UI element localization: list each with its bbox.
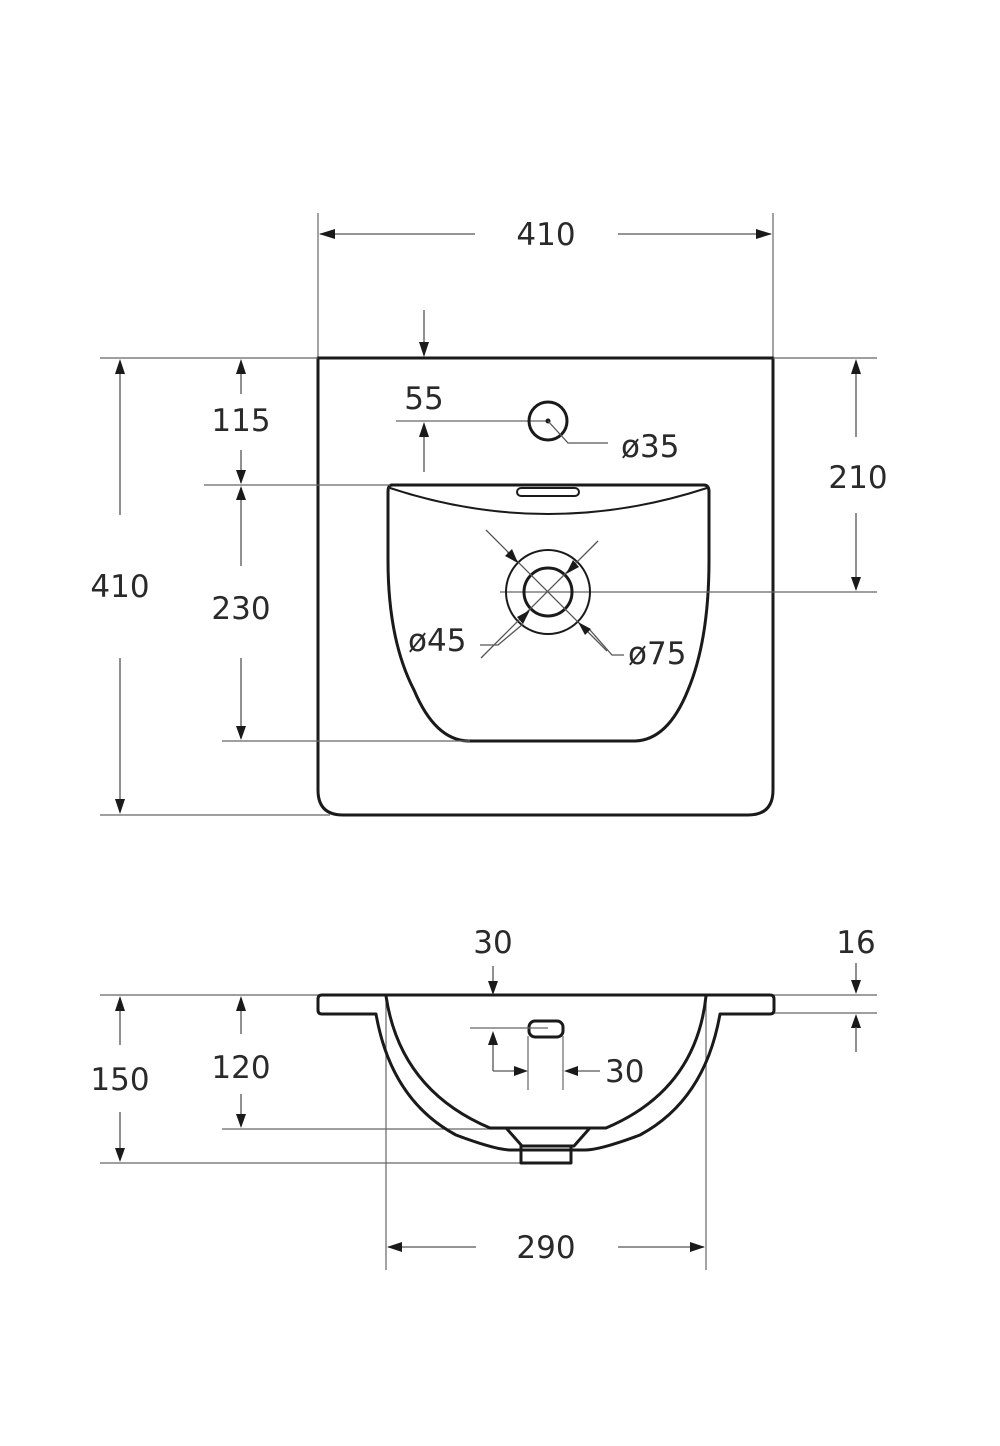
dimension-label: 410 (90, 569, 149, 605)
bowl-top-view (386, 483, 711, 743)
dimension-overflow-height: 30 (470, 1027, 644, 1090)
drain-top-view: ø45 ø75 (408, 529, 686, 672)
arrow-left-icon (387, 1242, 402, 1252)
arrow-up-icon (236, 359, 246, 374)
arrow-up-icon (419, 422, 429, 437)
arrow-down-icon (419, 342, 429, 357)
arrow-right-icon (514, 1066, 528, 1076)
arrow-down-icon (236, 470, 246, 484)
dimension-label: ø75 (628, 636, 686, 672)
dimension-label: 30 (473, 925, 512, 961)
arrow-right-icon (756, 229, 772, 239)
arrow-up-icon (851, 359, 861, 374)
dimension-label: ø45 (408, 623, 466, 659)
dimension-label: 55 (404, 381, 443, 417)
arrow-up-icon (236, 996, 246, 1011)
arrow-down-icon (236, 726, 246, 740)
arrow-up-icon (236, 486, 246, 500)
arrow-down-icon (488, 981, 498, 995)
dimension-label: 290 (516, 1230, 575, 1266)
dimension-right-drain: 210 (500, 359, 888, 593)
tap-hole: ø35 (527, 400, 679, 465)
arrow-up-icon (488, 1031, 498, 1045)
dimension-rim-thickness: 16 (836, 925, 876, 1052)
drain-spout (519, 1144, 573, 1165)
arrow-down-icon (115, 1148, 125, 1162)
dimension-label: 115 (211, 403, 270, 439)
dimension-bowl-width: 290 (387, 1230, 705, 1266)
arrow-down-icon (851, 980, 861, 994)
overflow-slot-side (527, 1019, 565, 1039)
dimension-label: 120 (211, 1050, 270, 1086)
dimension-top-width: 410 (317, 213, 774, 358)
arrow-down-icon (115, 799, 125, 814)
arrow-up-icon (851, 1014, 861, 1028)
dimension-left-stack: 410 115 230 (90, 359, 470, 814)
dimension-bowl-height: 120 (211, 996, 271, 1128)
arrow-right-icon (690, 1242, 705, 1252)
dimension-label: 230 (211, 591, 270, 627)
basin-profile-side (316, 993, 776, 1152)
arrow-up-icon (115, 996, 125, 1011)
overflow-slot (516, 487, 580, 497)
arrow-down-icon (236, 1114, 246, 1128)
dimension-label: 150 (90, 1062, 149, 1098)
dimension-overflow-offset: 30 (473, 925, 513, 995)
side-view: 30 30 16 150 (90, 925, 877, 1270)
arrow-left-icon (319, 229, 335, 239)
dimension-tap-hole-offset: 55 (396, 310, 548, 472)
dimension-label: 410 (516, 217, 575, 253)
dimension-label: 210 (828, 460, 887, 496)
dimension-label: 30 (605, 1054, 644, 1090)
top-view: 410 55 ø35 (90, 213, 888, 817)
arrow-up-icon (115, 359, 125, 374)
arrow-down-icon (851, 577, 861, 591)
dimension-label: 16 (836, 925, 875, 961)
dimension-label: ø35 (621, 429, 679, 465)
dimension-total-height: 150 (90, 996, 150, 1162)
basin-outline-top (316, 356, 775, 817)
arrow-left-icon (564, 1066, 578, 1076)
